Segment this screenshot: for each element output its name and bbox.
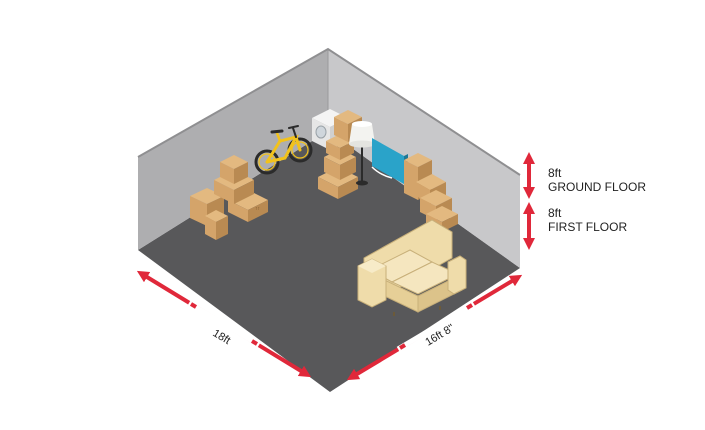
wall-top-edge [137, 47, 521, 176]
ground-floor-label: 8ft GROUND FLOOR [548, 166, 646, 194]
floor-lamp [349, 121, 375, 186]
first-floor-label: 8ft FIRST FLOOR [548, 206, 627, 234]
storage-room [137, 47, 521, 392]
width-label: 18ft [210, 327, 232, 347]
box-stack-left: ↑↑ [190, 155, 268, 240]
first-floor-height: 8ft [548, 206, 562, 220]
left-wall [138, 49, 328, 250]
box [205, 210, 228, 240]
box-marking: ↑↑ [255, 206, 260, 212]
box-stack-middle [318, 110, 362, 199]
ground-floor-height: 8ft [548, 166, 562, 180]
box [426, 206, 458, 232]
first-floor-name: FIRST FLOOR [548, 220, 628, 234]
bicycle [254, 125, 313, 175]
box [220, 155, 248, 184]
box-stack-right: ↑↑ ↑↑ [404, 153, 458, 232]
ground-floor-name: GROUND FLOOR [548, 180, 647, 194]
